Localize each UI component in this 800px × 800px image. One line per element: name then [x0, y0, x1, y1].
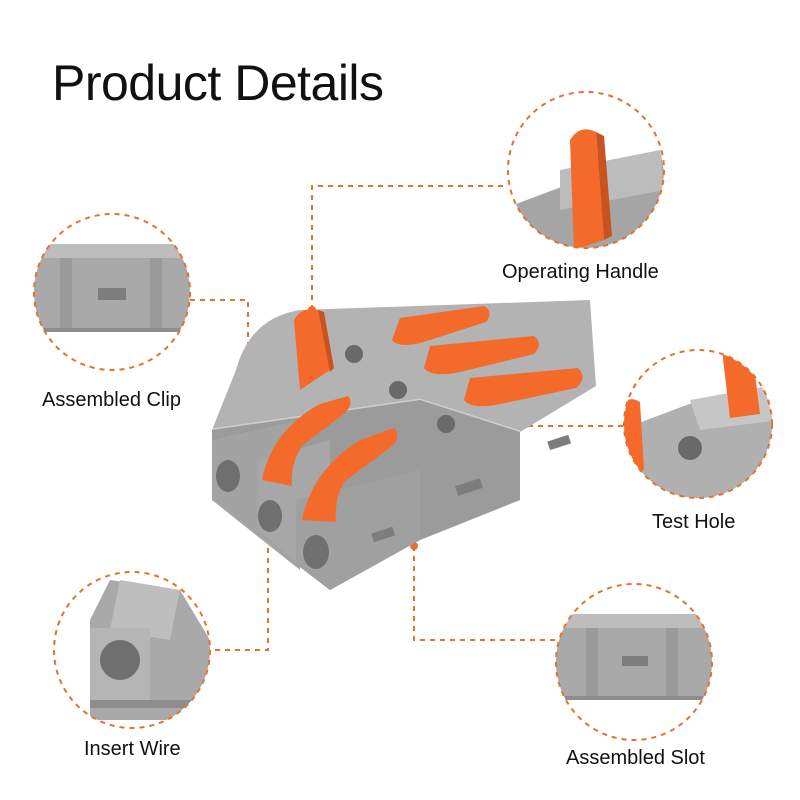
callout-circle-test-hole: [623, 349, 773, 499]
wire-connector: [211, 300, 596, 590]
callout-circle-insert-wire: [53, 571, 211, 729]
label-test-hole: Test Hole: [652, 511, 736, 533]
line-operating-handle: [311, 185, 508, 310]
page-title: Product Details: [52, 55, 384, 111]
callout-circle-assembled-clip: [33, 213, 191, 371]
callout-circle-operating-handle: [507, 91, 665, 249]
callout-lines: [190, 185, 624, 651]
label-operating-handle: Operating Handle: [502, 261, 659, 283]
label-assembled-clip: Assembled Clip: [42, 389, 181, 411]
callout-circle-assembled-slot: [555, 583, 713, 741]
label-insert-wire: Insert Wire: [84, 738, 181, 760]
line-insert-wire: [210, 528, 269, 651]
label-assembled-slot: Assembled Slot: [566, 747, 705, 769]
line-assembled-slot: [413, 546, 556, 641]
